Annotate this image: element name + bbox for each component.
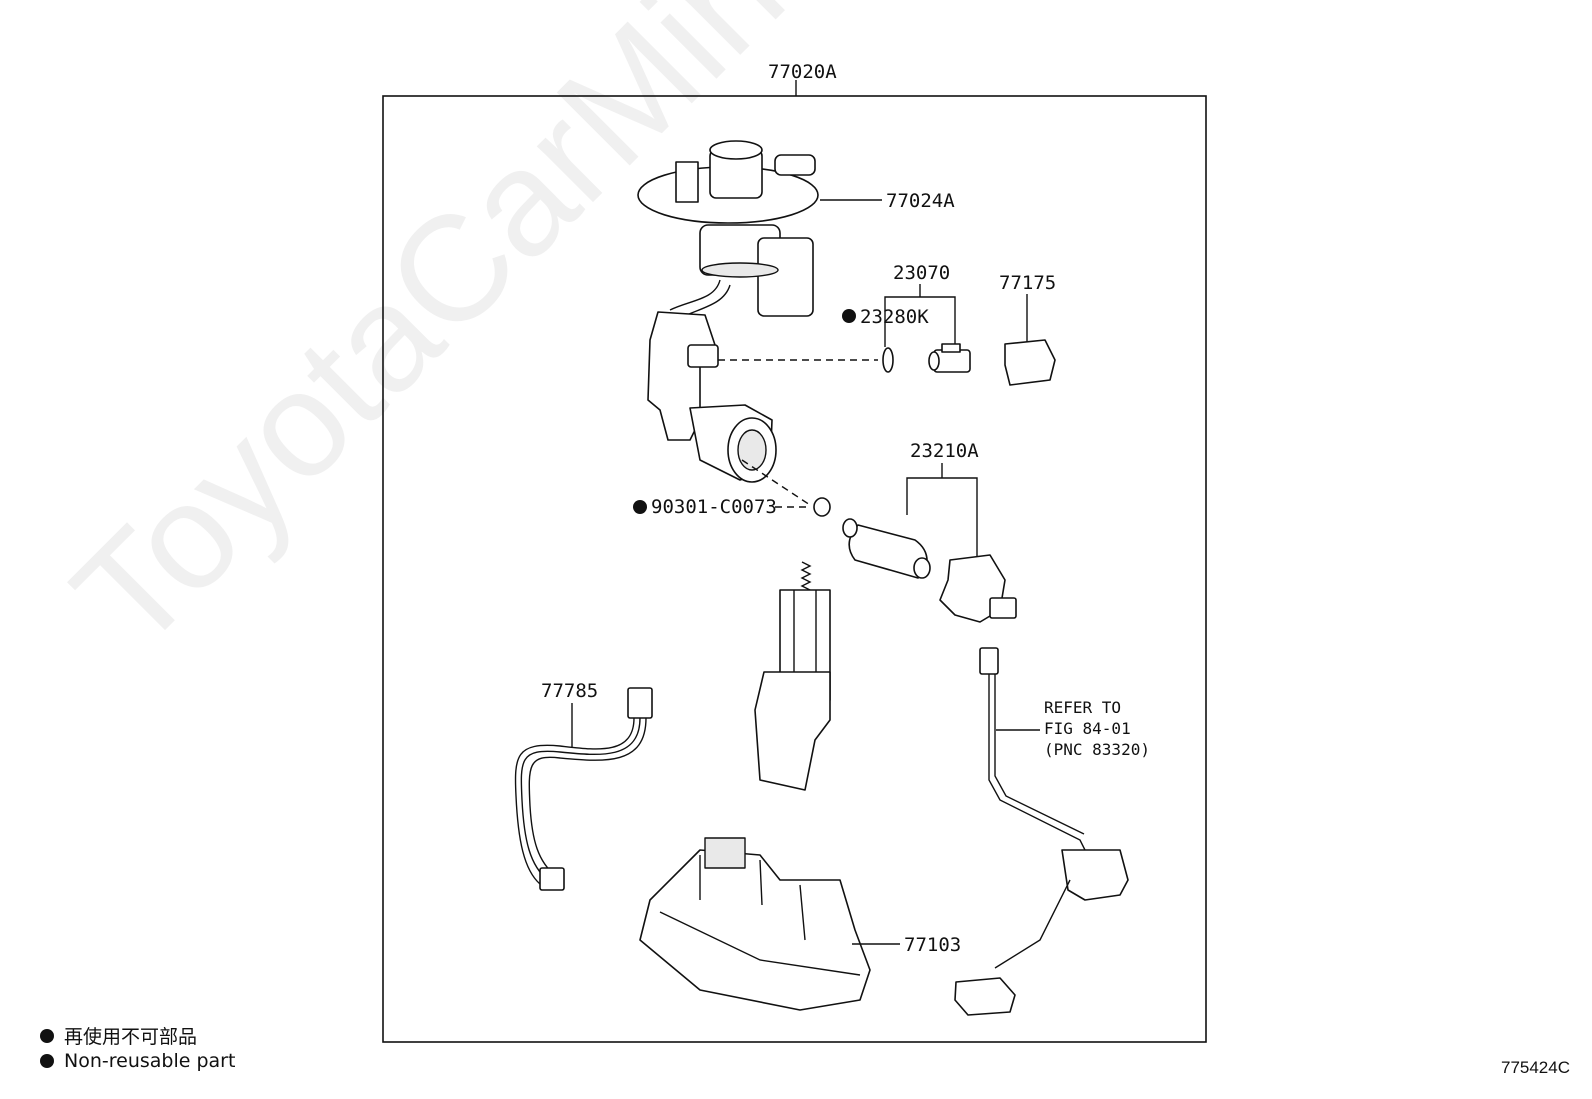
part-regulator[interactable] (928, 343, 971, 373)
legend-japanese-text: 再使用不可部品 (64, 1026, 198, 1048)
legend-dot-icon (40, 1054, 54, 1068)
part-clip[interactable] (1004, 339, 1056, 386)
part-pump-connector[interactable] (989, 597, 1017, 619)
refer-line1[interactable]: REFER TO (1044, 698, 1121, 717)
label-90301-C0073[interactable]: 90301-C0073 (651, 496, 777, 518)
part-oring-pump[interactable] (813, 497, 831, 517)
nonreusable-dot-90301 (633, 500, 647, 514)
part-bracket[interactable] (639, 837, 871, 1011)
part-wire-harness[interactable] (514, 687, 653, 891)
label-77103[interactable]: 77103 (904, 934, 961, 956)
assembly-frame (382, 95, 1207, 1043)
figure-code: 775424C (1500, 1058, 1570, 1077)
refer-line3[interactable]: (PNC 83320) (1044, 740, 1150, 759)
legend-english-text: Non-reusable part (64, 1050, 236, 1072)
label-77020A[interactable]: 77020A (768, 61, 837, 83)
nonreusable-dot-23280K (842, 309, 856, 323)
label-77785[interactable]: 77785 (541, 680, 598, 702)
label-77024A[interactable]: 77024A (886, 190, 955, 212)
part-fuel-pump[interactable] (842, 518, 931, 579)
refer-line2[interactable]: FIG 84-01 (1044, 719, 1131, 738)
part-sender-rail[interactable] (754, 561, 831, 791)
dash-pump-oring (741, 459, 811, 506)
part-flange[interactable] (637, 140, 819, 317)
legend-english: Non-reusable part (40, 1050, 235, 1072)
legend-japanese: 再使用不可部品 (40, 1022, 197, 1049)
part-oring-small[interactable] (882, 347, 894, 373)
label-77175[interactable]: 77175 (999, 272, 1056, 294)
label-23280K[interactable]: 23280K (860, 306, 929, 328)
label-23070[interactable]: 23070 (893, 262, 950, 284)
fuel-hose (669, 279, 731, 319)
label-23210A[interactable]: 23210A (910, 440, 979, 462)
part-pump-cushion[interactable] (939, 554, 1006, 623)
part-sender-gauge[interactable] (954, 647, 1129, 1016)
legend-dot-icon (40, 1028, 54, 1043)
part-pump-holder[interactable] (647, 311, 777, 483)
